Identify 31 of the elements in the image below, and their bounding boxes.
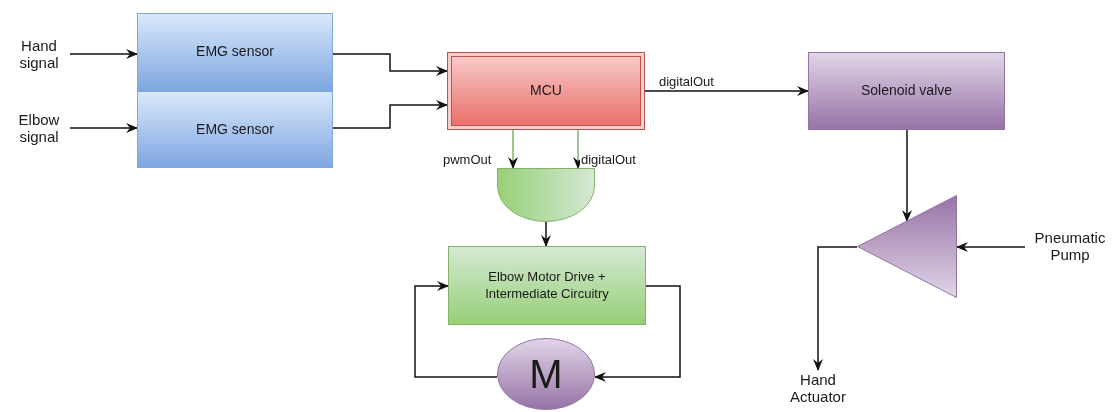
box-label: Solenoid valve [860, 82, 953, 100]
mcu-box [447, 52, 645, 130]
sensor-box [137, 91, 333, 168]
input-label: Hand signal [8, 36, 70, 72]
sensor-box [137, 13, 333, 91]
arrow [414, 281, 498, 378]
driver-box [448, 246, 646, 325]
edge-label: digitalOut [658, 74, 715, 89]
arrow [332, 100, 448, 129]
arrow [644, 86, 809, 96]
arrow [69, 123, 138, 133]
edge-label: digitalOut [580, 152, 637, 167]
arrow [332, 53, 448, 76]
box-label: Elbow Motor Drive + Intermediate Circuitry [484, 269, 610, 302]
edge-label: pwmOut [442, 152, 493, 167]
box-label: EMG sensor [196, 120, 274, 139]
input-label: Elbow signal [8, 110, 70, 146]
box-label: MCU [530, 82, 562, 100]
source-label: Pneumatic Pump [1025, 228, 1115, 264]
output-label: Hand Actuator [782, 370, 854, 406]
arrow [69, 49, 138, 59]
arrow [813, 246, 858, 371]
arrow [508, 129, 518, 169]
motor-symbol-label: M [529, 351, 563, 398]
arrow [902, 129, 912, 222]
arrow [573, 129, 583, 169]
arrow [594, 285, 681, 382]
arrow [541, 221, 551, 247]
arrow [956, 242, 1026, 252]
valve-box [808, 52, 1005, 130]
box-label: EMG sensor [196, 43, 274, 61]
